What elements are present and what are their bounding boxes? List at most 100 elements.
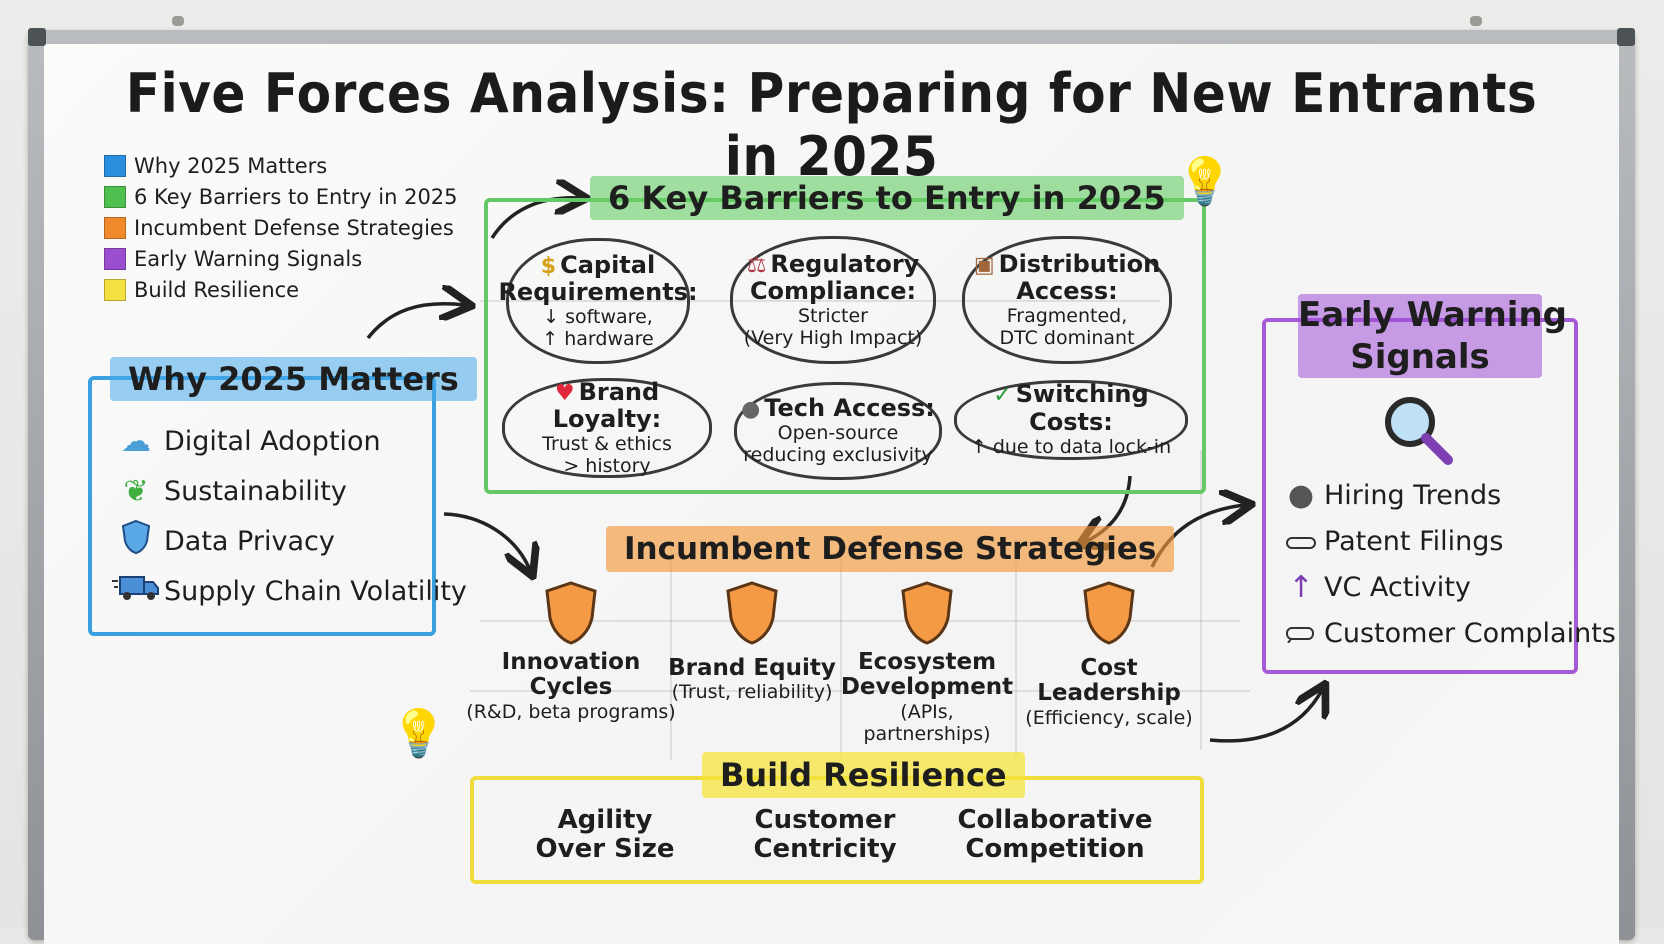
grid-line [480, 620, 1240, 622]
barrier-title: Regulatory Compliance: [749, 249, 920, 306]
arrow-barriers-heading [490, 198, 580, 239]
why-item-sustainability: ❦ Sustainability [108, 466, 467, 516]
legend-swatch [104, 154, 126, 177]
defense-innovation-cycles: Innovation Cycles (R&D, beta programs) [466, 580, 676, 723]
defense-cost-leadership: Cost Leadership (Efficiency, scale) [1016, 580, 1202, 729]
shield-icon [108, 519, 164, 563]
barrier-desc-1: Trust & ethics [542, 432, 672, 455]
why-item-label: Sustainability [164, 475, 347, 507]
box-icon: ▣ [973, 252, 995, 278]
grid-line [470, 690, 1250, 692]
defense-sub: (R&D, beta programs) [466, 700, 676, 723]
defense-title-1: Cost Leadership [1037, 655, 1181, 707]
dollar-icon: $ [540, 253, 557, 279]
resilience-collaborative-competition: Collaborative Competition [950, 806, 1160, 863]
barrier-desc-2: DTC dominant [999, 326, 1135, 349]
heart-icon: ♥ [554, 380, 575, 406]
why-item-label: Supply Chain Volatility [164, 575, 467, 607]
legend-item-barriers: 6 Key Barriers to Entry in 2025 [104, 181, 458, 212]
legend-label: Early Warning Signals [134, 246, 363, 271]
barrier-brand-loyalty: ♥Brand Loyalty: Trust & ethics > history [502, 378, 712, 478]
legend-swatch [104, 278, 126, 301]
barrier-capital-requirements: $Capital Requirements: ↓ software, ↑ har… [498, 238, 698, 364]
frame-corner-right [1617, 28, 1635, 46]
defense-sub: (Trust, reliability) [671, 681, 833, 704]
defense-title-1: Brand Equity [668, 655, 836, 681]
leaf-icon: ❦ [123, 473, 149, 509]
legend-label: Build Resilience [134, 277, 300, 302]
arrow-up-icon: ↑ [1288, 569, 1314, 605]
arrow-why-to-defense [443, 512, 530, 570]
resilience-agility: Agility Over Size [510, 806, 700, 863]
why-item-digital-adoption: ☁ Digital Adoption [108, 416, 467, 466]
legend-label: Why 2025 Matters [134, 153, 328, 178]
why-item-label: Digital Adoption [164, 425, 381, 457]
defense-title-2: Development [840, 674, 1014, 701]
barrier-title-row: $Capital Requirements: [498, 250, 698, 307]
hanger-hook-left [172, 16, 184, 26]
warning-item-label: Hiring Trends [1324, 479, 1502, 511]
barrier-title: Distribution Access: [998, 249, 1161, 306]
barrier-title-row: ⚖Regulatory Compliance: [733, 249, 933, 306]
warning-list: ● Hiring Trends Patent Filings ↑ VC Acti… [1278, 472, 1616, 656]
resilience-line-1: Agility [557, 805, 653, 835]
defense-title-2: Cycles [529, 674, 613, 701]
resilience-heading: Build Resilience [702, 752, 1025, 798]
legend-item-resilience: Build Resilience [104, 274, 458, 305]
lightbulb-icon: 💡 [1176, 154, 1234, 208]
defense-title-1: Innovation [501, 649, 641, 675]
check-icon: ✓ [993, 383, 1012, 409]
truck-icon [108, 571, 164, 611]
barrier-desc-1: Stricter [798, 304, 868, 327]
arrow-resilience-to-warning [1209, 690, 1322, 743]
barrier-regulatory-compliance: ⚖Regulatory Compliance: Stricter (Very H… [730, 236, 936, 364]
legend-swatch [104, 185, 126, 208]
grid-line [840, 540, 842, 760]
barrier-tech-access: ●Tech Access: Open-source reducing exclu… [734, 382, 942, 480]
barrier-title-row: ▣Distribution Access: [965, 249, 1169, 306]
barrier-title: Brand Loyalty: [552, 377, 662, 434]
grid-line [670, 540, 672, 760]
defense-sub: (APIs, partnerships) [863, 700, 991, 746]
resilience-line-1: Collaborative [957, 805, 1153, 835]
document-icon [1278, 524, 1324, 559]
grid-line [1200, 450, 1202, 750]
bulb-icon: ● [1287, 477, 1315, 513]
barrier-desc-2: reducing exclusivity [743, 443, 933, 466]
barrier-title-row: ♥Brand Loyalty: [505, 377, 709, 434]
legend-swatch [104, 247, 126, 270]
scales-icon: ⚖ [746, 252, 767, 278]
warning-heading-line-2: Signals [1350, 337, 1490, 377]
barrier-title-row: ●Tech Access: [741, 395, 935, 423]
barrier-desc-2: > history [563, 454, 651, 477]
cloud-icon: ☁ [121, 423, 151, 459]
legend-label: 6 Key Barriers to Entry in 2025 [134, 184, 458, 209]
hanger-hook-right [1470, 16, 1482, 26]
warning-item-hiring-trends: ● Hiring Trends [1278, 472, 1616, 518]
warning-heading: Early Warning Signals [1298, 294, 1567, 378]
legend-item-defense: Incumbent Defense Strategies [104, 212, 458, 243]
resilience-line-2: Competition [965, 833, 1145, 864]
barrier-distribution-access: ▣Distribution Access: Fragmented, DTC do… [962, 236, 1172, 364]
warning-item-label: Patent Filings [1324, 525, 1504, 557]
barrier-title: Tech Access: [764, 394, 935, 423]
warning-item-label: VC Activity [1324, 571, 1471, 603]
legend-label: Incumbent Defense Strategies [134, 215, 454, 240]
defense-title-1: Ecosystem [857, 649, 997, 675]
barrier-desc-1: ↓ software, [543, 305, 653, 328]
why-2025-list: ☁ Digital Adoption ❦ Sustainability Data… [108, 416, 467, 616]
why-item-data-privacy: Data Privacy [108, 516, 467, 566]
why-item-label: Data Privacy [164, 525, 335, 557]
defense-brand-equity: Brand Equity (Trust, reliability) [666, 580, 838, 704]
legend-swatch [104, 216, 126, 239]
resilience-line-2: Over Size [535, 833, 675, 864]
barrier-desc-2: (Very High Impact) [743, 326, 923, 349]
resilience-line-2: Centricity [753, 833, 897, 864]
legend-item-warning: Early Warning Signals [104, 243, 458, 274]
barrier-switching-costs: ✓Switching Costs: ↑ due to data lock-in [954, 380, 1188, 460]
resilience-line-1: Customer [754, 805, 896, 835]
grid-line [1015, 540, 1017, 760]
barrier-title-row: ✓Switching Costs: [957, 381, 1185, 436]
barrier-title: Capital Requirements: [498, 250, 698, 307]
why-item-supply-chain: Supply Chain Volatility [108, 566, 467, 616]
